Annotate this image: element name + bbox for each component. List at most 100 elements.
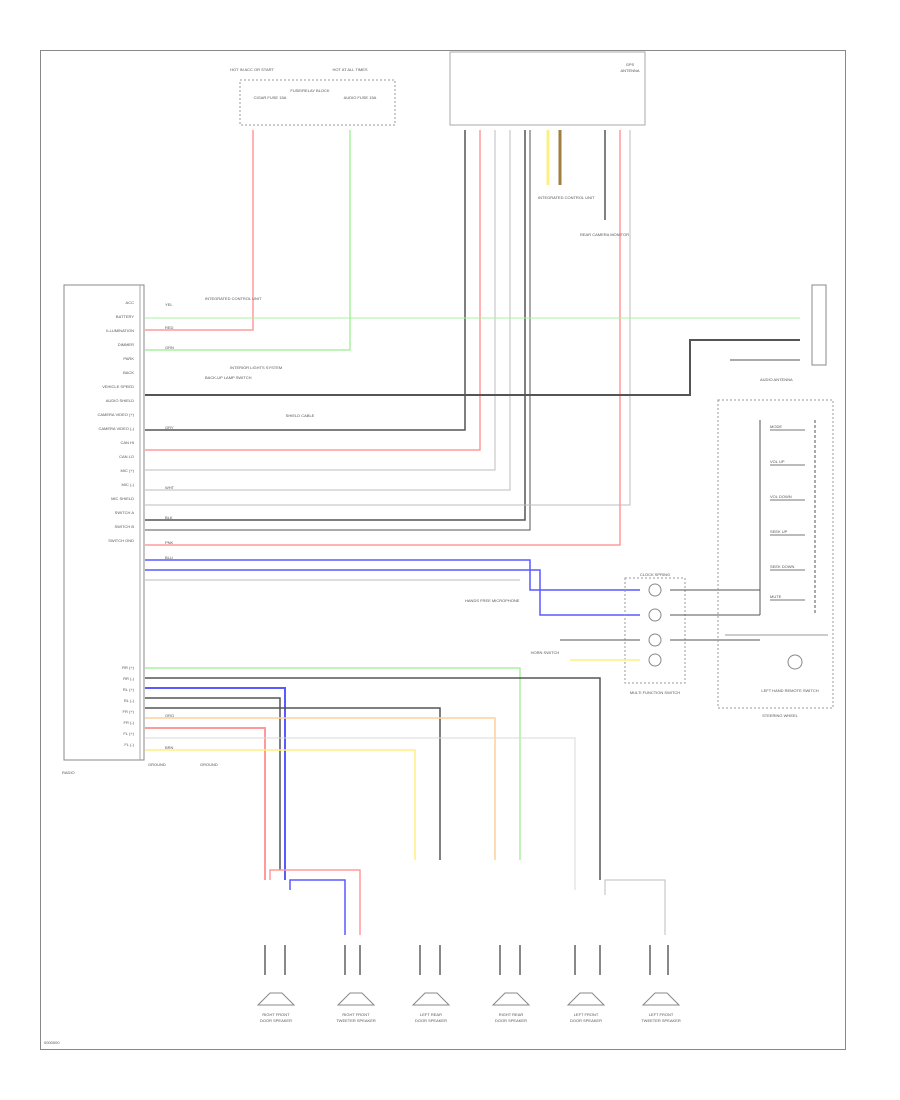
speaker-label-line2: TWEETER SPEAKER [641,1018,681,1023]
wire-red-can [145,130,621,546]
note-multi-function: MULTI FUNCTION SWITCH [629,690,681,695]
gps-module-box [449,51,646,126]
note-video-gnd: GROUND [200,762,218,767]
note-audio-antenna: AUDIO ANTENNA [760,377,793,382]
radio-pin-label: CAN HI [120,440,134,445]
speaker-label-line2: DOOR SPEAKER [259,1018,292,1023]
clock-spring-terminal-2 [648,608,662,622]
switch-seek-up: SEEK UP [770,529,788,534]
wire-blue-switch-b [145,569,640,616]
note-shield-cable: SHIELD CABLE [285,413,315,418]
note-hands-free-mic: HANDS FREE MICROPHONE [465,598,520,603]
horn-icon [787,654,803,670]
speaker-label-line1: RIGHT FRONT [262,1012,290,1017]
speaker-label-line2: DOOR SPEAKER [414,1018,447,1023]
radio-pin-label: RL (+) [122,687,134,692]
wire-gray-1 [145,130,466,431]
radio-pin-label: FL (-) [124,742,134,747]
wire-black-spk [145,677,601,880]
radio-pin-label: FR (+) [122,709,134,714]
wire-orange-spk [145,717,496,860]
fuse-a-label: CIGAR FUSE 15A [253,95,287,100]
clock-spring-terminal-4 [648,653,662,667]
radio-pin-label: SWITCH A [114,510,134,515]
fuse-b-label: AUDIO FUSE 15A [343,95,377,100]
radio-pin-label: MIC (-) [121,482,134,487]
speaker-symbols [256,992,681,1006]
radio-pin-label: VEHICLE SPEED [102,384,134,389]
wire-yellow-spk [145,749,416,860]
clock-spring-terminal-1 [648,583,662,597]
radio-pin-label: MIC SHIELD [111,496,134,501]
radio-pin-label: RR (-) [123,676,134,681]
speaker-label-line1: LEFT REAR [420,1012,442,1017]
fuse-block-label: FUSE/RELAY BLOCK [290,88,330,93]
switch-seek-down: SEEK DOWN [770,564,795,569]
code-yel: YEL [165,302,173,307]
note-radio: RADIO [62,770,75,775]
note-left-hand-remote: LEFT HAND REMOTE SWITCH [761,688,819,693]
radio-pin-label: RR (+) [122,665,134,670]
radio-pin-label: PARK [123,356,134,361]
radio-pin-label: FR (-) [123,720,134,725]
radio-pin-label: ILLUMINATION [106,328,134,333]
radio-pin-label: ACC [125,300,134,305]
radio-pin-label: SWITCH GND [108,538,134,543]
code-pnk: PNK [165,540,174,545]
wire-gray-4 [145,130,511,491]
remote-switch-ladder [770,429,805,601]
wire-gray-3 [145,130,496,471]
wire-black-shield [145,339,800,396]
wire-black-5 [145,130,526,521]
clock-spring-terminal-3 [648,633,662,647]
note-steering-wheel: STEERING WHEEL [762,713,798,718]
switch-vol-down: VOL DOWN [770,494,792,499]
code-wht: WHT [165,485,175,490]
switch-mode: MODE [770,424,782,429]
radio-pin-label: FL (+) [123,731,134,736]
wire-gray-spk [145,737,576,890]
radio-pin-label: AUDIO SHIELD [105,398,134,403]
note-clock-spring: CLOCK SPRING [639,572,671,577]
wire-black-spk-3 [145,707,441,860]
wire-green-acc [145,130,351,351]
radio-pin-label: SWITCH B [114,524,134,529]
diagram-frame [40,50,846,1050]
radio-box [63,284,145,761]
note-horn-switch: HORN SWITCH [530,650,560,655]
wire-gray-can [145,130,631,506]
note-interior-lights: INTERIOR LIGHTS SYSTEM [230,365,283,370]
radio-pin-label: CAMERA VIDEO (+) [97,412,134,417]
wire-gray-tweeter [604,879,666,935]
code-org: ORG [165,713,175,718]
code-brn: BRN [165,745,174,750]
speaker-label-line1: RIGHT FRONT [342,1012,370,1017]
speaker-label-line2: DOOR SPEAKER [494,1018,527,1023]
speaker-label-line2: TWEETER SPEAKER [336,1018,376,1023]
wire-red-battery [145,130,254,331]
code-red: RED [165,325,174,330]
fuse-block-box [239,79,396,126]
speaker-label-line1: LEFT FRONT [573,1012,599,1017]
radio-pin-label: DIMMER [117,342,134,347]
radio-pin-label: MIC (+) [120,468,134,473]
wire-black-spk-2 [145,697,281,870]
note-back-light: BACK-UP LAMP SWITCH [205,375,252,380]
code-blk: BLK [165,515,173,520]
code-blu: BLU [165,555,173,560]
wire-blue-spk [145,687,286,880]
fuse-right-label: HOT AT ALL TIMES [332,67,368,72]
antenna-connector [811,284,827,366]
footer-code: 0000000 [44,1040,60,1045]
wire-red-tweeter [269,869,361,935]
wire-red-spk [145,727,266,880]
gps-subtitle: ANTENNA [620,68,640,73]
gps-title: GPS [625,62,635,67]
radio-pin-label: BATTERY [115,314,134,319]
wire-blue-tweeter [289,879,346,935]
wire-blue-switch-a [145,559,640,591]
ground-label-1: INTEGRATED CONTROL UNIT [538,195,595,200]
fuse-left-label: HOT IN ACC OR START [230,67,274,72]
radio-pin-label: RL (-) [123,698,134,703]
